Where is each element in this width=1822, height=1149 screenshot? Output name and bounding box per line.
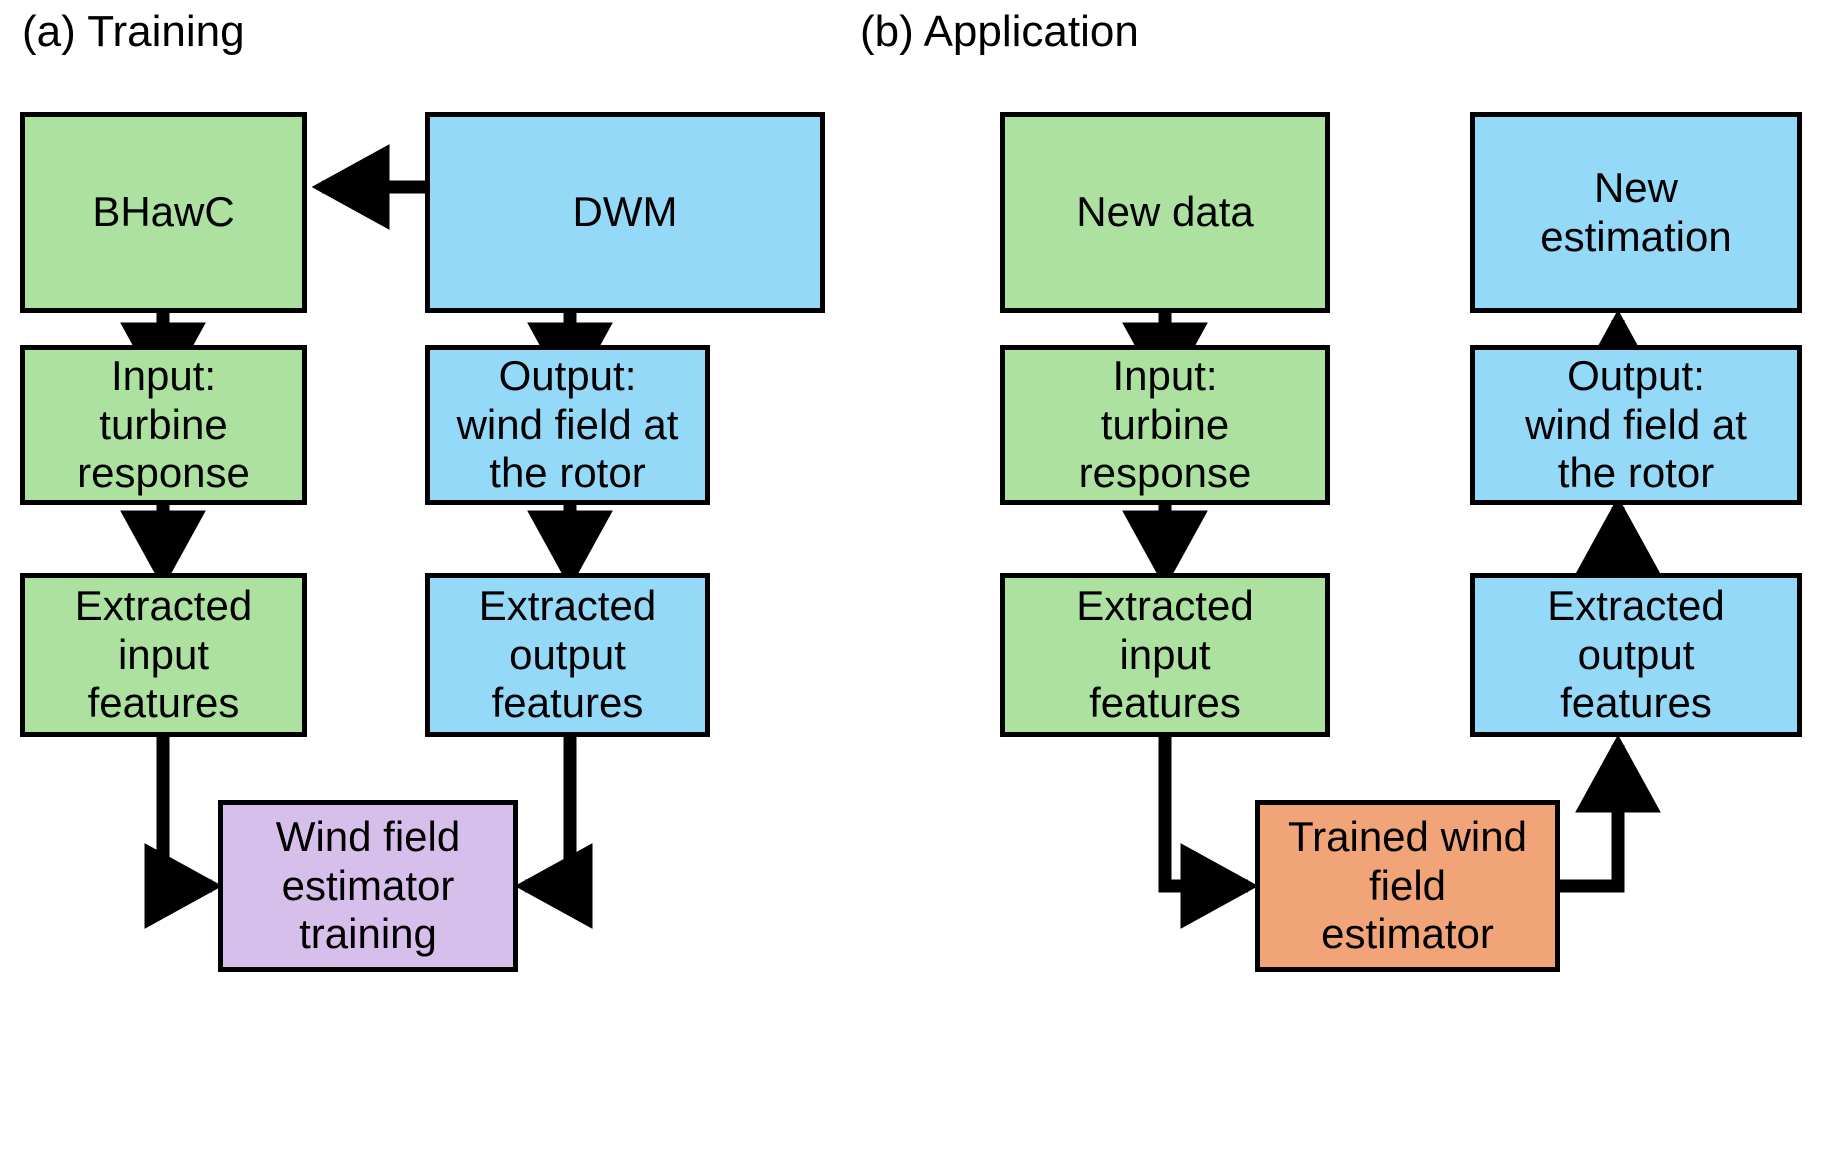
- node-dwm[interactable]: DWM: [425, 112, 825, 313]
- panel-title-training: (a) Training: [22, 7, 245, 56]
- edge-extracted-input-to-estimator: [144, 737, 223, 929]
- node-bhawc-label: BHawC: [92, 188, 235, 236]
- node-new-data-label: New data: [1076, 188, 1254, 236]
- node-new-data[interactable]: New data: [1000, 112, 1330, 313]
- edge-extracted-output-to-estimator: [514, 737, 593, 929]
- panel-title-application: (b) Application: [860, 7, 1139, 56]
- node-dwm-label: DWM: [572, 188, 678, 236]
- edge-trained-estimator-to-extracted-output: [1560, 734, 1661, 893]
- node-bhawc[interactable]: BHawC: [20, 112, 307, 313]
- edge-extracted-input-to-trained-estimator: [1158, 737, 1259, 929]
